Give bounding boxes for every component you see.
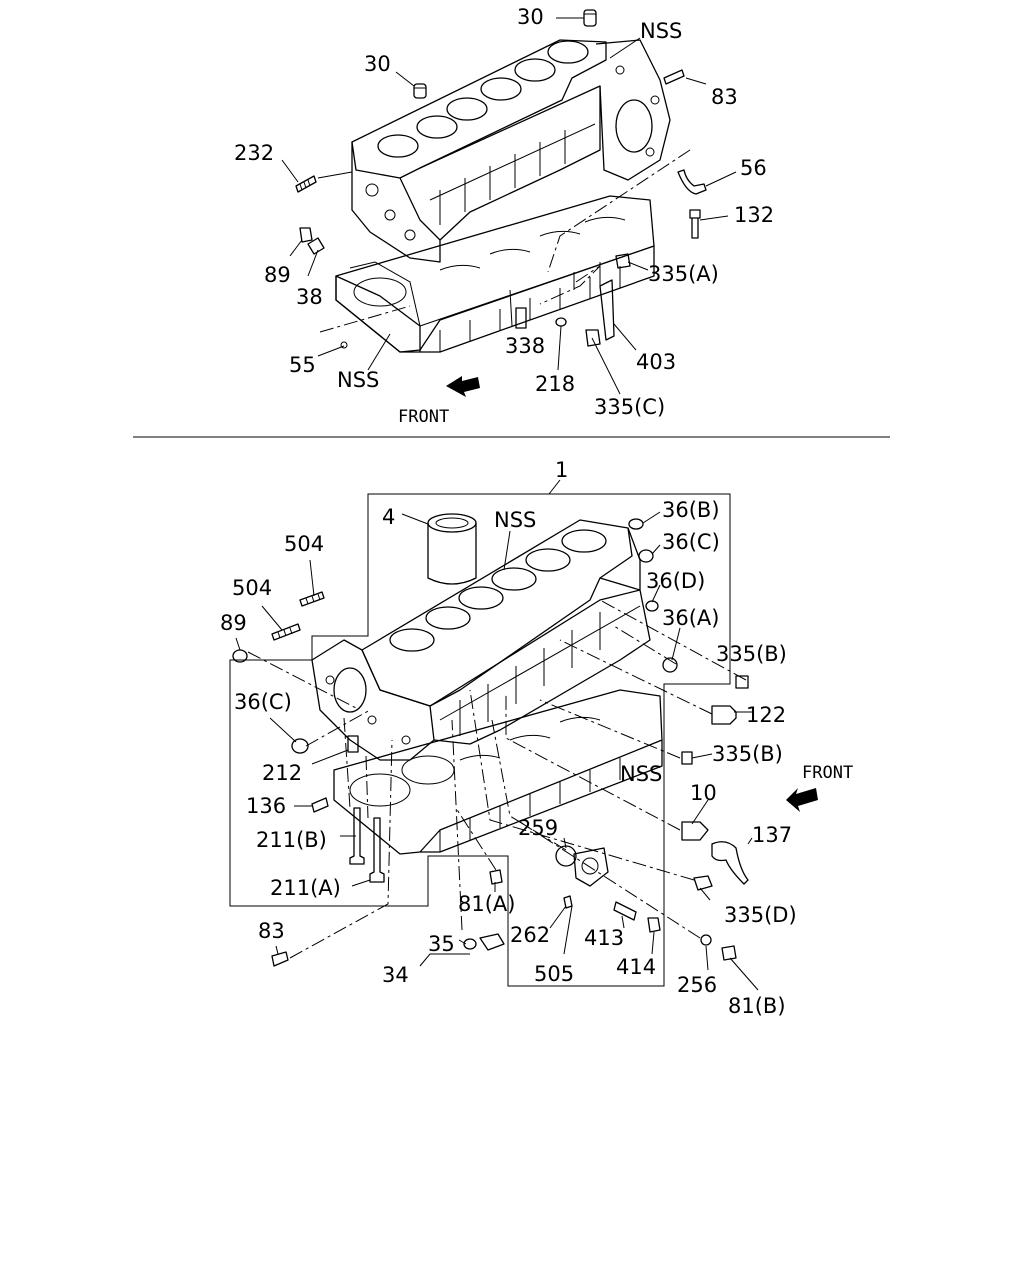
- label-nss-bottom: NSS: [494, 508, 536, 532]
- label-36a: 36(A): [662, 606, 719, 630]
- label-504-top: 504: [284, 532, 324, 556]
- label-211b: 211(B): [256, 828, 327, 852]
- assembly-1-bracket: [229, 493, 731, 987]
- label-256: 256: [677, 973, 717, 997]
- bottom-labels: 1 4 NSS 36(B) 36(C) 36(D) 36(A) 335(B) 1…: [220, 458, 853, 1018]
- label-35: 35: [428, 932, 455, 956]
- leader-1: [548, 479, 561, 495]
- bottom-small-parts: [232, 518, 749, 967]
- label-89-bottom: 89: [220, 611, 247, 635]
- label-413: 413: [584, 926, 624, 950]
- label-335c: 335(C): [594, 395, 665, 419]
- label-front-top: FRONT: [398, 407, 449, 427]
- label-132: 132: [734, 203, 774, 227]
- label-335a: 335(A): [648, 262, 719, 286]
- label-56: 56: [740, 156, 767, 180]
- label-136: 136: [246, 794, 286, 818]
- top-cylinder-block-lower: [335, 195, 655, 353]
- label-211a: 211(A): [270, 876, 341, 900]
- label-505: 505: [534, 962, 574, 986]
- label-259: 259: [518, 816, 558, 840]
- label-122: 122: [746, 703, 786, 727]
- label-212: 212: [262, 761, 302, 785]
- label-30-top: 30: [517, 5, 544, 29]
- label-414: 414: [616, 955, 656, 979]
- label-4: 4: [382, 505, 395, 529]
- label-10: 10: [690, 781, 717, 805]
- label-36c-right: 36(C): [662, 530, 720, 554]
- top-leader-lines: [281, 17, 737, 395]
- label-335b-2: 335(B): [712, 742, 783, 766]
- top-cylinder-block-upper: [351, 39, 671, 263]
- top-labels: 30 30 NSS 83 232 56 132 89 38 335(A) 55 …: [234, 5, 774, 427]
- label-262: 262: [510, 923, 550, 947]
- bottom-leader-lines: [235, 511, 759, 991]
- label-83-bottom: 83: [258, 919, 285, 943]
- label-36b: 36(B): [662, 498, 720, 522]
- label-nss-bottom-2: NSS: [620, 762, 662, 786]
- label-36c-left: 36(C): [234, 690, 292, 714]
- label-55: 55: [289, 353, 316, 377]
- label-front-bottom: FRONT: [802, 763, 853, 783]
- label-83-top: 83: [711, 85, 738, 109]
- bottom-cylinder-liner: [427, 513, 477, 585]
- label-232: 232: [234, 141, 274, 165]
- label-89-top: 89: [264, 263, 291, 287]
- label-1: 1: [555, 458, 568, 482]
- label-504: 504: [232, 576, 272, 600]
- label-335d: 335(D): [724, 903, 797, 927]
- label-34: 34: [382, 963, 409, 987]
- bottom-front-arrow: [786, 788, 818, 812]
- label-338: 338: [505, 334, 545, 358]
- bottom-crankcase: [333, 689, 663, 855]
- label-81a: 81(A): [458, 892, 515, 916]
- label-30: 30: [364, 52, 391, 76]
- label-335b-1: 335(B): [716, 642, 787, 666]
- bottom-cylinder-block: [311, 519, 651, 761]
- label-403: 403: [636, 350, 676, 374]
- label-218: 218: [535, 372, 575, 396]
- label-36d: 36(D): [646, 569, 705, 593]
- label-nss-top-2: NSS: [337, 368, 379, 392]
- top-small-parts: [295, 9, 707, 349]
- label-nss-top: NSS: [640, 19, 682, 43]
- label-81b: 81(B): [728, 994, 786, 1018]
- label-38: 38: [296, 285, 323, 309]
- top-front-arrow: [446, 376, 480, 397]
- label-137: 137: [752, 823, 792, 847]
